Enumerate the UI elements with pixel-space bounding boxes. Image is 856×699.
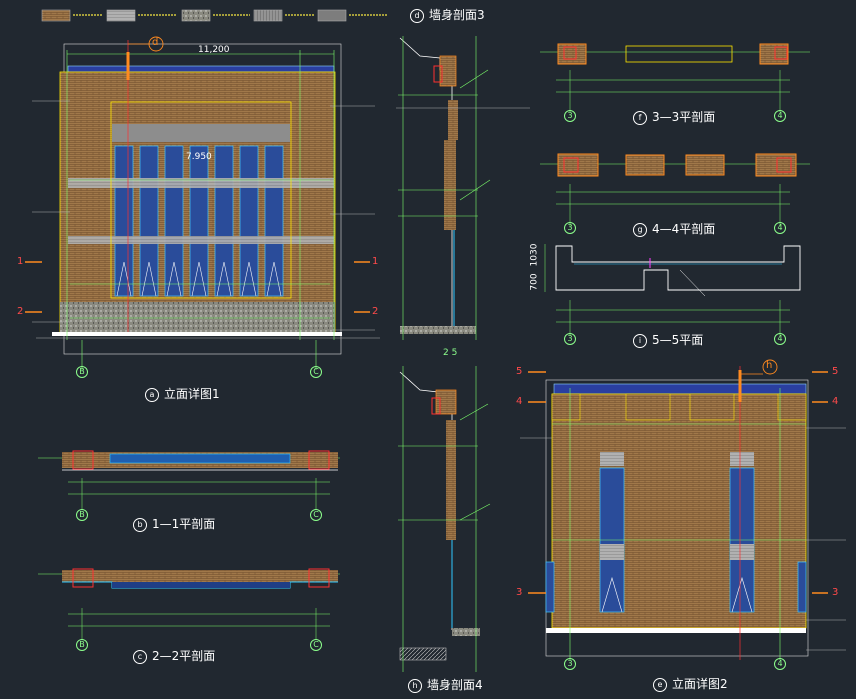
wall-section-3-title: 墙身剖面3 [429,8,485,22]
wall3-bottom-marks: 2 5 [443,348,458,358]
plan-3-3-title: 3—3平剖面 [652,110,716,124]
plan33-grid-right: 4 [774,110,786,122]
view-mark-f: f [633,110,647,125]
view-mark-h: h [408,678,422,693]
plan-section-4-4 [540,153,810,226]
elev2-grid-right: 4 [774,658,786,670]
plan22-grid-right: C [310,639,322,651]
title-plan-1-1: b 1—1平剖面 [133,515,215,532]
elev2-section-right-5: 5 [832,366,839,377]
elev1-section-right-1: 1 [372,256,379,267]
elev1-section-left-1: 1 [17,256,24,267]
plan11-grid-left: B [76,509,88,521]
view-mark-b: b [133,517,147,532]
plan-section-3-3 [540,43,810,112]
elev1-callout-mark: d [152,37,159,48]
plan55-height-b: 700 [529,273,540,291]
view-mark-c: c [133,649,147,664]
elev1-grid-right: C [310,366,322,378]
plan55-height-a: 1030 [529,243,540,267]
plan44-grid-right: 4 [774,222,786,234]
elevation-2-title: 立面详图2 [672,677,728,691]
elev2-grid-left: 3 [564,658,576,670]
elev2-section-right-4: 4 [832,396,839,407]
view-mark-g: g [633,222,647,237]
plan-section-5-5 [544,244,801,336]
elev1-top-dimension: 11,200 [198,45,230,55]
elev2-section-left-3: 3 [516,587,523,598]
title-wall-section-4: h 墙身剖面4 [408,676,483,693]
legend-swatch-brick [41,9,71,22]
plan44-grid-left: 3 [564,222,576,234]
wall-section-4-title: 墙身剖面4 [427,678,483,692]
title-elevation-2: e 立面详图2 [653,675,728,692]
title-plan-3-3: f 3—3平剖面 [633,108,715,125]
title-wall-section-3: d 墙身剖面3 [410,6,485,23]
legend-swatch-grey [317,9,347,22]
plan22-grid-left: B [76,639,88,651]
plan-4-4-title: 4—4平剖面 [652,222,716,236]
legend [41,9,388,22]
wall-section-3 [396,36,530,340]
wall-section-4 [398,366,491,672]
elev1-grid-left: B [76,366,88,378]
elev2-section-left-5: 5 [516,366,523,377]
elevation-detail-2 [520,359,846,660]
view-mark-d: d [410,8,424,23]
elevation-1-title: 立面详图1 [164,387,220,401]
elev1-section-left-2: 2 [17,306,24,317]
title-plan-2-2: c 2—2平剖面 [133,647,215,664]
legend-swatch-stone [181,9,211,22]
title-plan-4-4: g 4—4平剖面 [633,220,715,237]
plan55-grid-left: 3 [564,333,576,345]
plan-section-1-1 [38,450,340,510]
plan55-grid-right: 4 [774,333,786,345]
view-mark-e: e [653,677,667,692]
plan-5-5-title: 5—5平面 [652,333,704,347]
elev1-section-right-2: 2 [372,306,379,317]
view-mark-i: i [633,333,647,348]
plan-1-1-title: 1—1平剖面 [152,517,216,531]
view-mark-a: a [145,387,159,402]
elevation-detail-1 [25,36,380,370]
plan-2-2-title: 2—2平剖面 [152,649,216,663]
plan-section-2-2 [38,568,340,640]
elev2-callout-mark: h [766,360,773,371]
elev2-section-right-3: 3 [832,587,839,598]
elev2-section-left-4: 4 [516,396,523,407]
plan33-grid-left: 3 [564,110,576,122]
plan11-grid-right: C [310,509,322,521]
legend-swatch-striped [106,9,136,22]
elev1-mid-mark: 7.950 [186,152,212,162]
legend-swatch-hatched [253,9,283,22]
title-elevation-1: a 立面详图1 [145,385,220,402]
title-plan-5-5: i 5—5平面 [633,331,703,348]
